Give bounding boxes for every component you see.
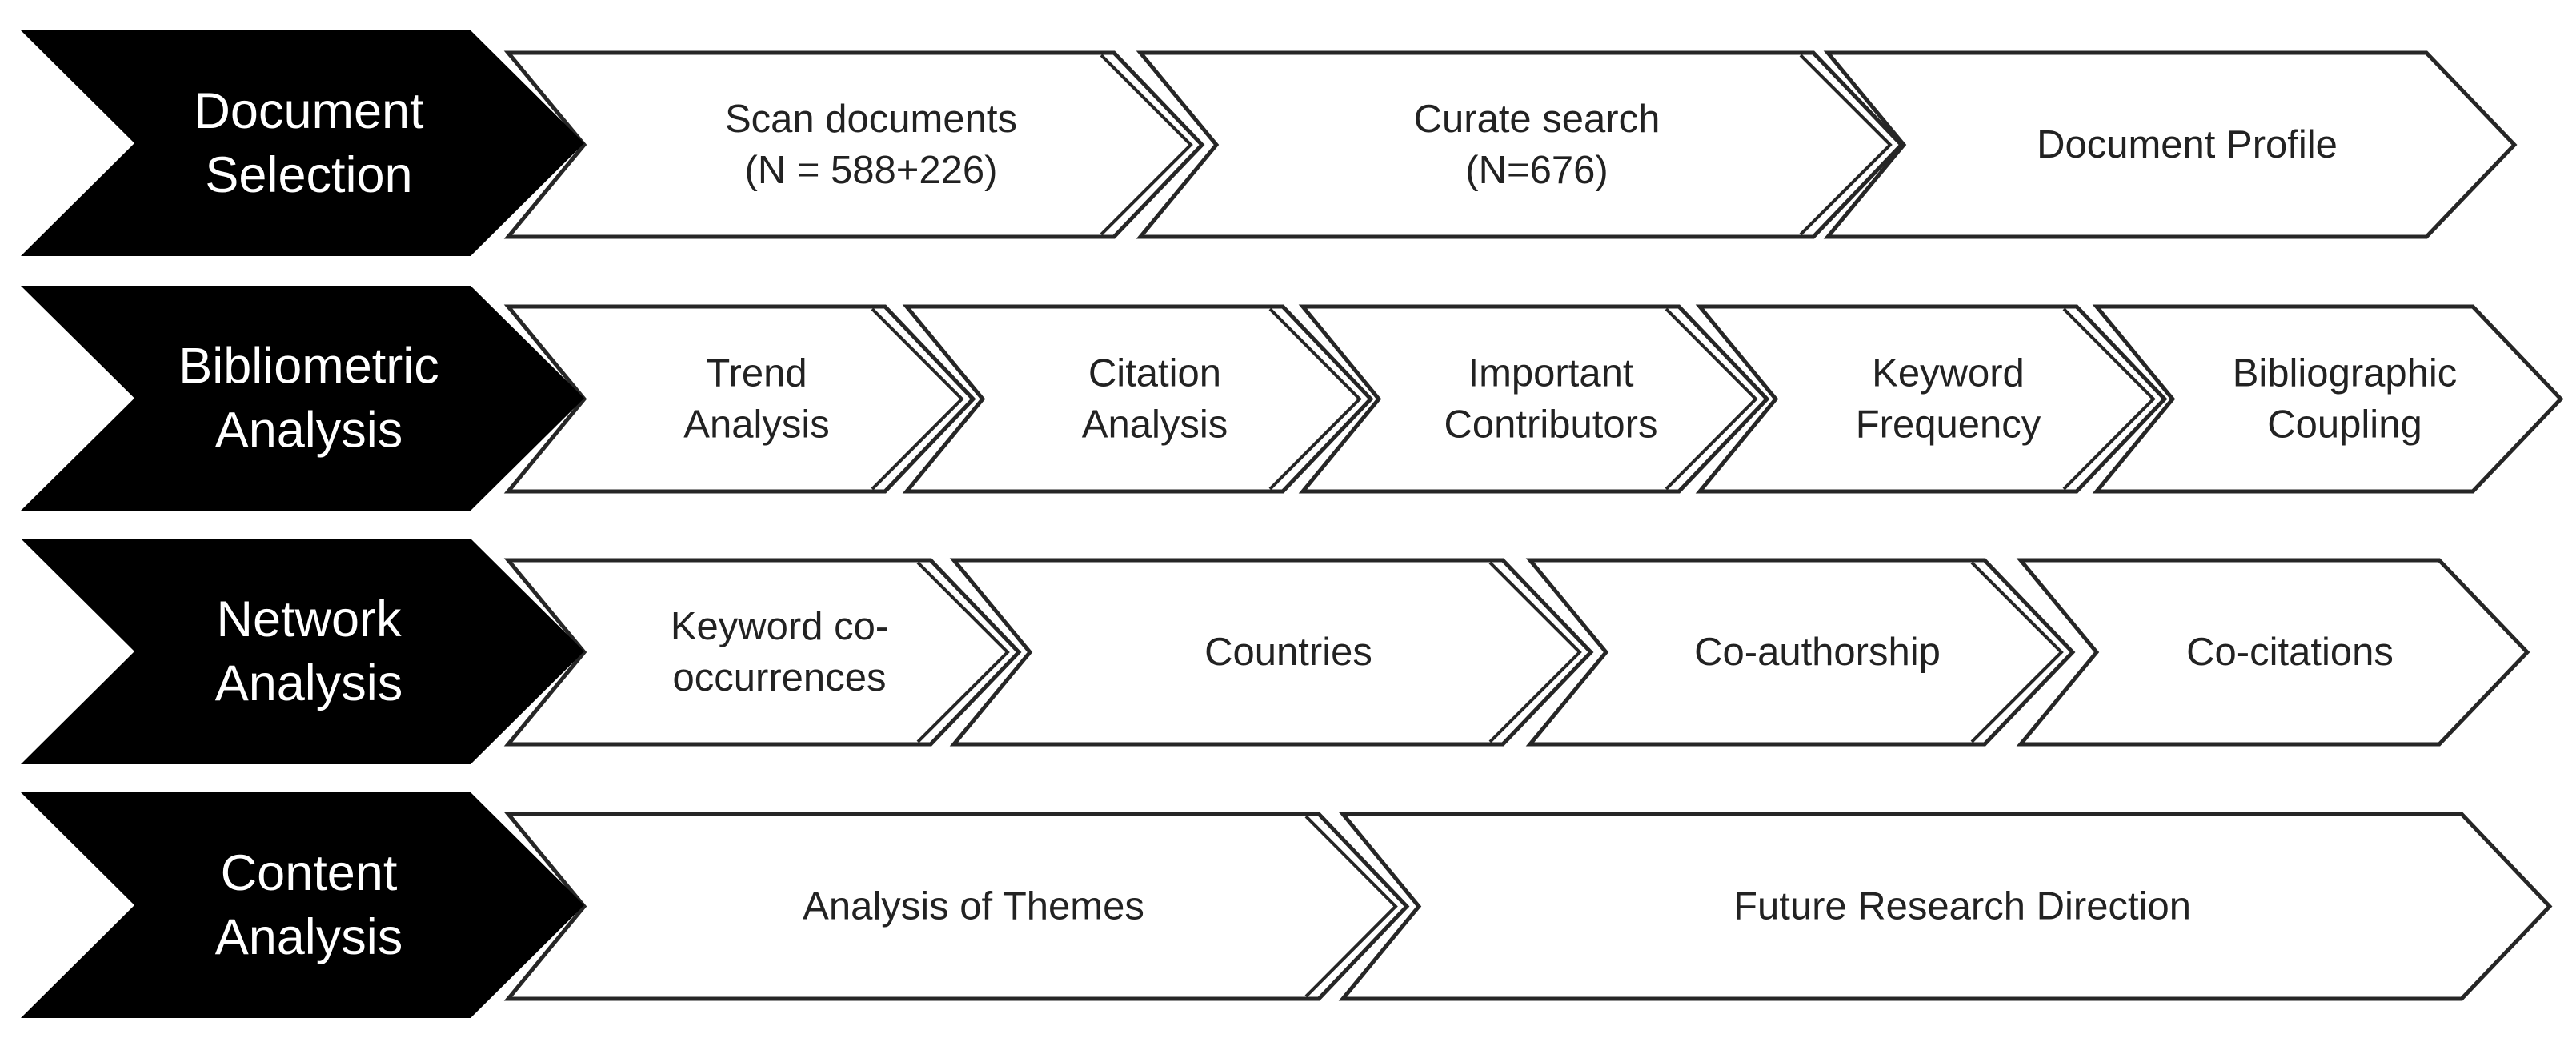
step-chevron <box>503 812 1410 1001</box>
step-label-line: Future Research Direction <box>1733 885 2191 928</box>
step-chevron <box>949 558 1594 747</box>
step-label-line: Analysis of Themes <box>803 885 1144 928</box>
step-label-line: Co-authorship <box>1694 631 1941 674</box>
step-label-line: Scan documents <box>725 98 1017 141</box>
stage-label-line: Network <box>216 591 402 647</box>
step-label: Future Research Direction <box>1733 885 2191 928</box>
stage-label-line: Bibliometric <box>178 339 439 395</box>
step-chevron <box>2016 558 2530 747</box>
step-chevron-edge <box>871 307 964 491</box>
step-label: Document Profile <box>2037 123 2338 166</box>
step-label-line: Trend <box>706 352 807 395</box>
stage-label-line: Analysis <box>215 655 403 711</box>
step-label-line: Bibliographic <box>2233 352 2458 395</box>
step-label-line: Important <box>1468 352 1634 395</box>
step-chevron-edge <box>2062 307 2156 491</box>
step-chevron-edge <box>1268 307 1362 491</box>
step-label-line: Analysis <box>683 403 829 447</box>
step-chevron <box>503 304 976 494</box>
step-chevron-edge <box>1304 815 1398 998</box>
step-label: Countries <box>1204 631 1372 674</box>
step-chevron <box>503 558 1022 747</box>
step-label-line: Co-citations <box>2186 631 2394 674</box>
step-chevron <box>1525 558 2076 747</box>
step-label: Analysis of Themes <box>803 885 1144 928</box>
step-label-line: Curate search <box>1414 98 1661 141</box>
stage-label-line: Analysis <box>215 403 403 459</box>
step-label: Co-citations <box>2186 631 2394 674</box>
step-chevron <box>1338 812 2553 1001</box>
step-chevron-edge <box>1799 54 1893 236</box>
stage-chevron <box>21 286 584 511</box>
stage-label-line: Document <box>194 83 424 139</box>
step-label-line: Keyword co- <box>671 605 888 648</box>
step-chevron <box>1298 304 1770 494</box>
step-chevron <box>1136 50 1905 239</box>
stage-label-line: Selection <box>205 147 412 203</box>
step-label-line: Frequency <box>1856 403 2041 447</box>
step-chevron <box>2092 304 2564 494</box>
step-label-line: Countries <box>1204 631 1372 674</box>
step-chevron <box>902 304 1374 494</box>
step-chevron-edge <box>916 561 1010 743</box>
step-label: Curate search (N=676) <box>1414 98 1661 192</box>
step-chevron <box>1695 304 2168 494</box>
step-label-line: occurrences <box>673 656 887 699</box>
step-label-line: Keyword <box>1872 352 2025 395</box>
step-label: Scan documents (N = 588+226) <box>725 98 1017 192</box>
stage-label-line: Analysis <box>215 909 403 965</box>
stage-chevron <box>21 539 584 764</box>
step-chevron-edge <box>1100 54 1193 236</box>
step-label-line: Contributors <box>1444 403 1658 447</box>
stage-chevron <box>21 30 584 256</box>
step-label-line: Analysis <box>1082 403 1228 447</box>
step-label-line: (N=676) <box>1465 149 1608 192</box>
step-label: Keyword co-occurrences <box>671 605 888 699</box>
step-chevron-edge <box>1970 561 2064 743</box>
step-label-line: Citation <box>1088 352 1221 395</box>
stage-label-line: Content <box>221 845 398 901</box>
stage-chevron <box>21 792 584 1018</box>
step-label-line: (N = 588+226) <box>745 149 998 192</box>
step-chevron-edge <box>1665 307 1758 491</box>
step-chevron-edge <box>1488 561 1582 743</box>
step-chevron <box>503 50 1205 239</box>
step-label-line: Document Profile <box>2037 123 2338 166</box>
step-label-line: Coupling <box>2267 403 2422 447</box>
step-label: Co-authorship <box>1694 631 1941 674</box>
